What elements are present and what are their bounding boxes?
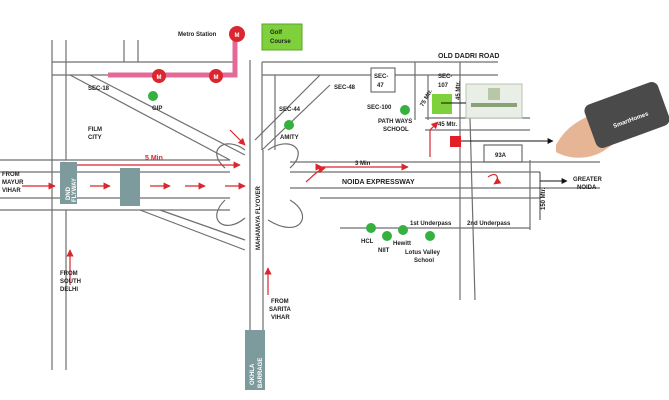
film-city-label: FILM xyxy=(88,127,102,133)
project-site-green xyxy=(432,94,452,114)
svg-text:GIP: GIP xyxy=(152,106,162,112)
svg-text:M: M xyxy=(214,75,219,81)
underpass2-label: 2nd Underpass xyxy=(467,221,511,227)
greater-noida-label: GREATER xyxy=(573,177,603,183)
svg-text:M: M xyxy=(235,33,240,39)
sector-93a-label: 93A xyxy=(495,153,507,159)
svg-text:PATH WAYS: PATH WAYS xyxy=(378,119,412,125)
metro-icon-sec18-b[interactable] xyxy=(209,69,223,83)
dnd-flyway-box xyxy=(60,162,77,204)
svg-text:CITY: CITY xyxy=(88,135,102,141)
svg-text:OKHLA: OKHLA xyxy=(250,363,256,385)
hewitt-tree-icon xyxy=(398,225,408,235)
mtr45-label: 45 Mtr. xyxy=(438,122,457,128)
three-min-label: 3 Min xyxy=(355,161,371,167)
mahamaya-flyover-label: MAHAMAYA FLYOVER xyxy=(256,186,262,250)
svg-text:FLYWAY: FLYWAY xyxy=(72,178,78,202)
road-network xyxy=(0,40,600,370)
svg-text:SOUTH: SOUTH xyxy=(60,279,81,285)
old-dadri-road-label: OLD DADRI ROAD xyxy=(438,53,499,60)
site-location-marker[interactable] xyxy=(450,136,461,147)
mtr45-vertical-label: 45 Mtr. xyxy=(456,81,462,100)
underpass1-label: 1st Underpass xyxy=(410,221,452,227)
sec48-label: SEC-48 xyxy=(334,85,356,91)
toll-plaza-box xyxy=(120,168,140,206)
niit-tree-icon xyxy=(382,231,392,241)
from-mayur-vihar-label: FROM xyxy=(2,172,20,178)
svg-text:SEC-: SEC- xyxy=(374,74,388,80)
svg-text:NIIT: NIIT xyxy=(378,248,390,254)
svg-text:Lotus Valley: Lotus Valley xyxy=(405,250,441,256)
svg-text:DND: DND xyxy=(66,186,72,200)
sec18-label: SEC-18 xyxy=(88,86,110,92)
svg-text:VIHAR: VIHAR xyxy=(271,315,290,321)
svg-text:AMITY: AMITY xyxy=(280,135,299,141)
amity-tree-icon xyxy=(284,120,294,130)
svg-text:MAYUR: MAYUR xyxy=(2,180,24,186)
svg-text:107: 107 xyxy=(438,83,449,89)
lotus-tree-icon xyxy=(425,231,435,241)
project-logo-box xyxy=(441,83,523,119)
hcl-tree-icon xyxy=(366,223,376,233)
from-south-delhi-label: FROM xyxy=(60,271,78,277)
gip-tree-icon xyxy=(148,91,158,101)
sec107-label: SEC- xyxy=(438,74,452,80)
svg-text:HCL: HCL xyxy=(361,239,374,245)
from-sarita-vihar-label: FROM xyxy=(271,299,289,305)
svg-text:School: School xyxy=(414,258,434,264)
svg-text:DELHI: DELHI xyxy=(60,287,78,293)
sec47-box xyxy=(370,67,396,93)
golf-course-box xyxy=(261,23,303,51)
svg-text:Smart: Smart xyxy=(613,118,631,129)
noida-expressway-label: NOIDA EXPRESSWAY xyxy=(342,179,415,186)
svg-text:47: 47 xyxy=(377,83,384,89)
hand-with-phone-icon: Smart Homes xyxy=(556,82,669,158)
okhla-barrage-box xyxy=(245,330,265,390)
metro-icon-sec18-a[interactable] xyxy=(152,69,166,83)
svg-text:Golf: Golf xyxy=(270,30,283,36)
svg-text:SCHOOL: SCHOOL xyxy=(383,127,409,133)
metro-station-icon[interactable] xyxy=(229,26,245,42)
svg-text:Course: Course xyxy=(270,39,291,45)
svg-text:Hewitt: Hewitt xyxy=(393,241,411,247)
svg-text:VIHAR: VIHAR xyxy=(2,188,21,194)
metro-line: M M M Metro Station xyxy=(108,26,245,83)
svg-text:NOIDA: NOIDA xyxy=(577,185,597,191)
sec100-label: SEC-100 xyxy=(367,105,392,111)
mtr150-label: 150 Mtr. xyxy=(541,187,547,210)
metro-station-label: Metro Station xyxy=(178,32,217,38)
direction-arrows xyxy=(22,121,502,295)
svg-text:M: M xyxy=(157,75,162,81)
sec44-label: SEC-44 xyxy=(279,107,301,113)
svg-text:SARITA: SARITA xyxy=(269,307,292,313)
five-min-label: 5 Min xyxy=(145,155,163,162)
pathways-tree-icon xyxy=(400,105,410,115)
svg-text:BARRAGE: BARRAGE xyxy=(258,358,264,388)
